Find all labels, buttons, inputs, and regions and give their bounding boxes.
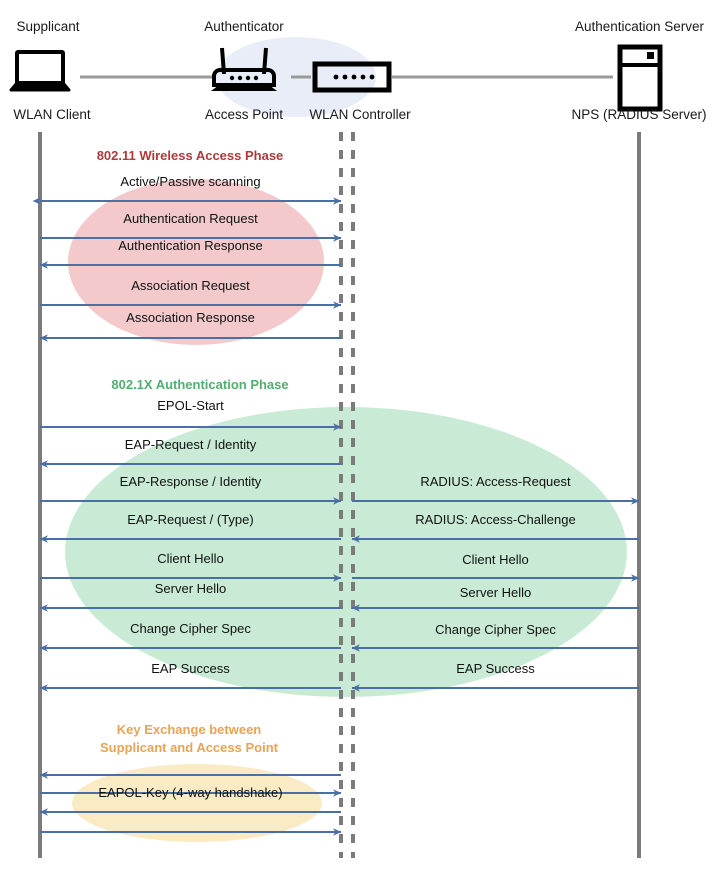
- message-label: Client Hello: [462, 552, 529, 567]
- message-label: Association Response: [126, 310, 255, 325]
- message-label: Client Hello: [157, 551, 224, 566]
- message-label: Association Request: [131, 278, 250, 293]
- message-label: EPOL-Start: [157, 398, 224, 413]
- phase-label-key-exchange: Key Exchange between Supplicant and Acce…: [89, 721, 289, 757]
- message-label: EAP Success: [151, 661, 230, 676]
- network-controller-icon: [312, 61, 392, 93]
- message-label: Authentication Response: [118, 238, 263, 253]
- actor-role-authenticator: Authenticator: [204, 19, 284, 34]
- phase-802-1x-ellipse: [65, 407, 627, 697]
- message-arrow-layer: [32, 197, 640, 836]
- phase-key-exchange-ellipse: [72, 764, 322, 842]
- actor-name-wlan-client: WLAN Client: [13, 107, 91, 122]
- message-label: Authentication Request: [123, 211, 258, 226]
- actor-role-authentication-server: Authentication Server: [574, 19, 705, 34]
- actor-name-access-point: Access Point: [204, 107, 284, 122]
- message-label: Change Cipher Spec: [130, 621, 251, 636]
- message-label: Active/Passive scanning: [120, 174, 261, 189]
- phase-802-11-ellipse: [68, 179, 324, 345]
- actor-role-supplicant: Supplicant: [16, 19, 80, 34]
- phase-label-802-11: 802.11 Wireless Access Phase: [96, 148, 284, 163]
- message-label: Change Cipher Spec: [435, 622, 556, 637]
- actor-name-wlan-controller: WLAN Controller: [309, 107, 411, 122]
- phase-label-key-exchange-line1: Key Exchange between: [116, 722, 262, 737]
- message-label: RADIUS: Access-Request: [420, 474, 571, 489]
- message-label: EAP-Request / (Type): [127, 512, 254, 527]
- phase-label-802-1x: 802.1X Authentication Phase: [111, 377, 289, 392]
- message-label: Server Hello: [459, 585, 532, 600]
- message-label: RADIUS: Access-Challenge: [415, 512, 576, 527]
- message-label: EAP-Response / Identity: [119, 474, 262, 489]
- laptop-icon: [9, 50, 71, 92]
- phase-label-key-exchange-line2: Supplicant and Access Point: [100, 740, 278, 755]
- wireless-router-icon: [211, 47, 277, 91]
- message-label: EAPOL-Key (4-way handshake): [98, 785, 283, 800]
- server-tower-icon: [617, 44, 663, 112]
- actor-name-nps-radius-server: NPS (RADIUS Server): [571, 107, 707, 122]
- message-label: Server Hello: [154, 581, 227, 596]
- message-label: EAP-Request / Identity: [124, 437, 257, 452]
- message-label: EAP Success: [456, 661, 535, 676]
